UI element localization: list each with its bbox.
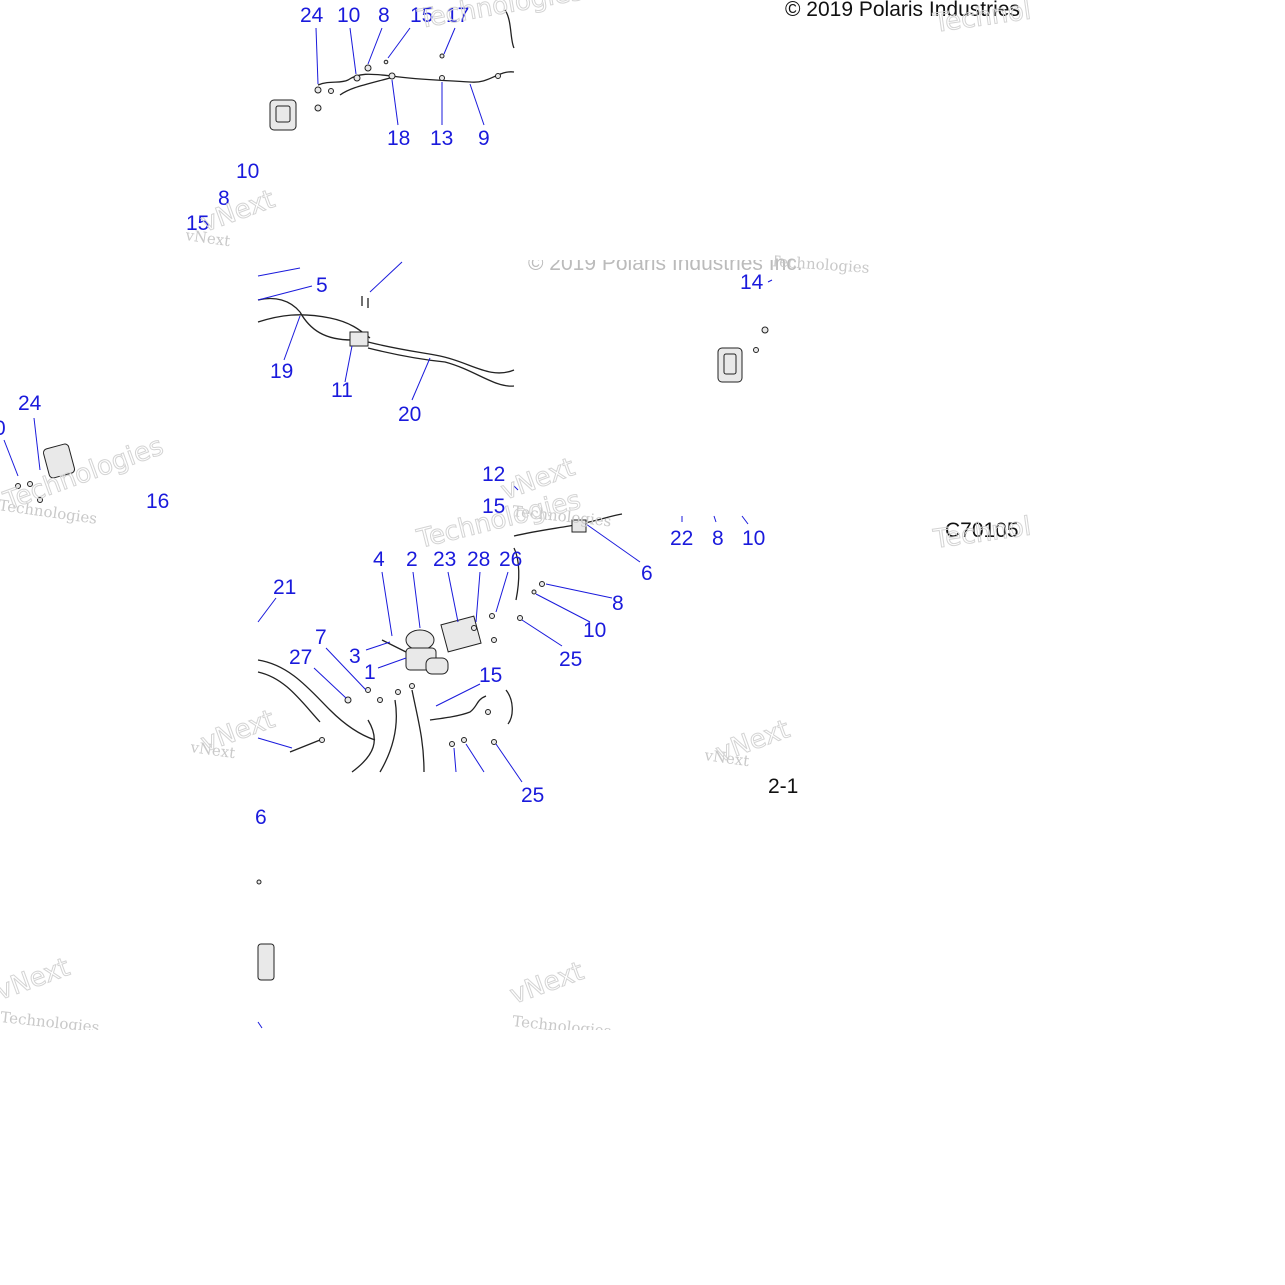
blank-tile xyxy=(515,30,775,260)
callout-10-mc: 10 xyxy=(583,619,606,642)
callout-8-mc: 8 xyxy=(612,592,624,615)
page-label: 2-1 xyxy=(768,775,798,798)
right-caliper xyxy=(717,279,773,383)
callout-25-mc: 25 xyxy=(559,648,582,671)
callout-25-bottom: 25 xyxy=(521,784,544,807)
middle-cable-assembly xyxy=(257,261,515,401)
callout-8-lower: 8 xyxy=(712,527,724,550)
callout-15-mc: 15 xyxy=(479,664,502,687)
callout-19: 19 xyxy=(270,360,293,383)
callout-13: 13 xyxy=(430,127,453,150)
watermark-technologies-top: Technologies xyxy=(415,0,586,35)
callout-5: 5 xyxy=(316,274,328,297)
callout-24-top: 24 xyxy=(300,4,324,27)
callout-15-top: 15 xyxy=(410,4,433,27)
callout-17-top: 17 xyxy=(446,4,469,27)
lower-fragment xyxy=(256,879,275,1029)
callout-20: 20 xyxy=(398,403,421,426)
callout-11: 11 xyxy=(331,379,353,402)
watermark-vnext-bottom-right-big: vNext xyxy=(712,714,794,768)
callout-12: 12 xyxy=(482,463,505,486)
callout-7: 7 xyxy=(315,626,327,649)
watermark-next-bottom-mid: vNext xyxy=(506,956,588,1010)
junction-block-icon xyxy=(349,331,369,347)
caliper-icon xyxy=(257,943,275,981)
callout-26: 26 xyxy=(499,548,522,571)
callout-6-bottom: 6 xyxy=(255,806,267,829)
module-icon xyxy=(440,615,482,653)
callout-24-left: 24 xyxy=(18,392,42,415)
callout-10-lower: 10 xyxy=(742,527,765,550)
callout-6: 6 xyxy=(641,562,653,585)
master-cylinder-assembly xyxy=(257,513,623,773)
left-caliper xyxy=(3,417,76,503)
callout-3: 3 xyxy=(349,645,361,668)
callout-9: 9 xyxy=(478,127,490,150)
callout-28: 28 xyxy=(467,548,490,571)
leader-lines-top xyxy=(315,27,485,126)
callout-8-left: 8 xyxy=(218,187,230,210)
drawing-id: C70105 xyxy=(945,519,1019,542)
callout-1: 1 xyxy=(364,661,376,684)
watermark-vnext-left-big: vNext xyxy=(197,184,279,238)
blank-area xyxy=(1030,0,1285,1285)
upper-brake-assembly xyxy=(269,9,515,131)
callout-22: 22 xyxy=(670,527,693,550)
callout-8-top: 8 xyxy=(378,4,390,27)
watermark-technologies-left-big: Technologies xyxy=(0,431,167,517)
callout-16: 16 xyxy=(146,490,169,513)
callout-2: 2 xyxy=(406,548,418,571)
callout-18: 18 xyxy=(387,127,410,150)
callout-23: 23 xyxy=(433,548,456,571)
callout-10-left: 10 xyxy=(236,160,259,183)
caliper-icon xyxy=(42,443,76,479)
copyright-top: © 2019 Polaris Industries xyxy=(785,0,1020,21)
callout-21: 21 xyxy=(273,576,296,599)
clip-icon xyxy=(571,519,587,533)
callout-14: 14 xyxy=(740,271,764,294)
watermark-next-bottom-left: vNext xyxy=(0,952,74,1006)
callout-10-top: 10 xyxy=(337,4,360,27)
callout-27: 27 xyxy=(289,646,312,669)
callout-15-left: 15 xyxy=(186,212,209,235)
reservoir-icon xyxy=(405,629,435,651)
blank-tile xyxy=(0,30,180,180)
callout-4: 4 xyxy=(373,548,385,571)
watermark-vnext-bottom-left-big: vNext xyxy=(197,704,279,758)
callout-0-left: 0 xyxy=(0,417,6,440)
leader-lines-lower xyxy=(257,485,749,783)
callout-15-lower: 15 xyxy=(482,495,505,518)
